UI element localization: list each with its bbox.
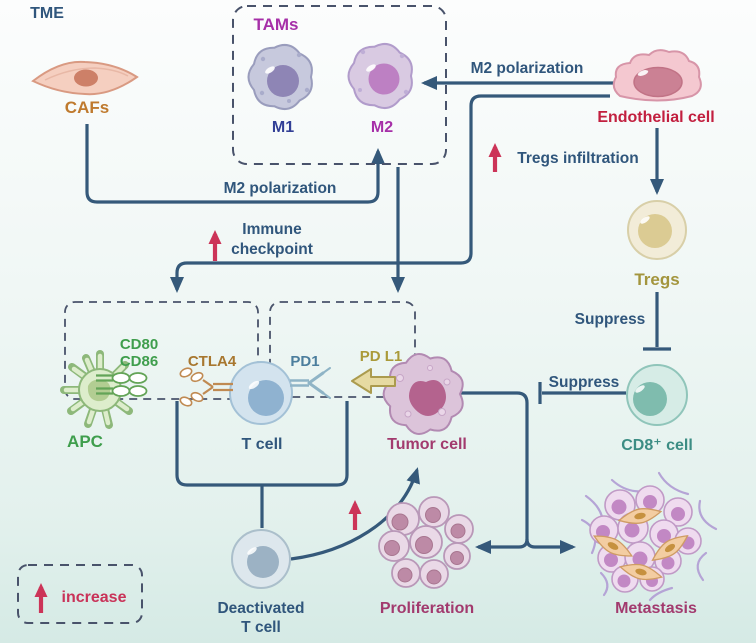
pdl1-label: PD L1 (360, 348, 403, 365)
checkpoint-box-right (269, 301, 416, 398)
metastasis-label: Metastasis (615, 600, 697, 617)
arrow-cafs-to-m2 (85, 124, 385, 204)
tregs-cell (627, 200, 687, 260)
immune-checkpoint-label-line2: checkpoint (231, 241, 313, 258)
suppress-tregs-label: Suppress (575, 311, 646, 328)
m2-label: M2 (371, 119, 393, 136)
checkpoint-box-left (64, 301, 259, 400)
cafs-label: CAFs (65, 98, 109, 117)
tregs-label: Tregs (634, 270, 679, 289)
arrow-tumor-to-proliferation-metastasis (461, 391, 576, 554)
suppress-cd8-label: Suppress (549, 374, 620, 391)
t-cell (229, 361, 293, 425)
proliferation-label: Proliferation (380, 600, 474, 617)
tams-box (232, 5, 447, 165)
proliferation-cluster (378, 496, 474, 589)
cd86-label: CD86 (120, 353, 158, 370)
deactivated-t-cell (231, 529, 291, 589)
legend-box (17, 564, 143, 624)
apc-label: APC (67, 432, 103, 451)
cd8-cell (626, 364, 688, 426)
inhibit-cd8-to-tumor-line (538, 382, 626, 404)
cd8-label: CD8⁺ cell (621, 437, 693, 454)
cd80-label: CD80 (120, 336, 158, 353)
immune-checkpoint-label-line1: Immune (242, 221, 302, 238)
ctla4-label: CTLA4 (188, 353, 237, 370)
inhibit-tregs-to-cd8 (643, 292, 671, 351)
m2-polarization-top-label: M2 polarization (471, 60, 584, 77)
m2-polarization-bottom-label: M2 polarization (224, 180, 337, 197)
tumor-label: Tumor cell (387, 436, 467, 453)
arrow-endothelial-to-immune-checkpoint (170, 94, 610, 293)
endothelial-cell (612, 49, 702, 102)
deactivated-t-label-line2: T cell (241, 619, 281, 636)
t-cell-label: T cell (242, 436, 283, 453)
tams-label: TAMs (253, 15, 298, 34)
tme-label: TME (30, 5, 64, 22)
m1-label: M1 (272, 119, 294, 136)
metastasis-cluster (580, 471, 718, 602)
pdl1-ligand (351, 368, 396, 394)
cafs-cell (31, 60, 139, 96)
pd1-label: PD1 (290, 353, 319, 370)
ctla4-receptor (179, 367, 233, 407)
legend-increase-label: increase (62, 589, 127, 606)
m2-macrophage (347, 42, 413, 110)
pd1-receptor (290, 367, 331, 399)
cd80-cd86-receptor (96, 372, 148, 397)
tumor-cell (382, 353, 464, 435)
bracket-tcell-to-deactivated (175, 401, 349, 528)
deactivated-t-label-line1: Deactivated (217, 600, 304, 617)
apc-cell (60, 350, 133, 429)
arrow-deactivated-to-tumor (290, 467, 420, 561)
m1-macrophage (247, 43, 313, 111)
endothelial-label: Endothelial cell (597, 109, 714, 126)
tregs-infiltration-label: Tregs infiltration (517, 150, 638, 167)
